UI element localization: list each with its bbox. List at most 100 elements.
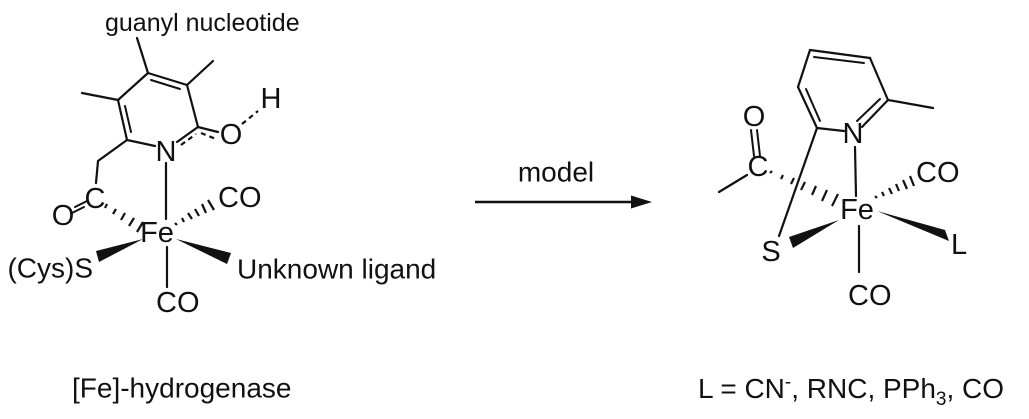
hash-mark (780, 174, 784, 180)
hash-mark (881, 191, 885, 197)
c2-s-bond (777, 126, 819, 238)
right-structure: O C N Fe S CO L CO L = CN-, RNC, PPh3, C… (698, 48, 1004, 410)
guanyl-nucleotide-label: guanyl nucleotide (105, 9, 300, 37)
co-lower-label: CO (848, 280, 892, 312)
bond (146, 71, 189, 87)
double-bond-inner (856, 98, 881, 122)
methyl-bond (185, 59, 215, 87)
double-bond-inner (124, 105, 132, 133)
hash-mark (800, 181, 806, 191)
pyridinol-ring (116, 71, 217, 148)
ligand-legend: L = CN-, RNC, PPh3, CO (698, 372, 1004, 410)
hash-mark (790, 177, 795, 185)
hash-mark (120, 212, 126, 221)
c-o-double-bond (74, 200, 88, 208)
hash-mark (810, 185, 818, 196)
wedge-fe-unknown (176, 239, 231, 264)
double-bond-inner (150, 79, 181, 90)
bond (868, 56, 890, 102)
legend-superscript-minus: - (785, 372, 791, 393)
acyl-o-label: O (743, 101, 766, 133)
double-bond-inner (813, 56, 865, 64)
bond (815, 126, 846, 133)
pyridine-ring (796, 48, 890, 133)
partial-double-bond (180, 133, 197, 146)
acetyl-group (717, 129, 761, 194)
hash-mark (194, 208, 200, 217)
bond (808, 48, 872, 60)
arrow-head-icon (631, 195, 652, 209)
hash-mark (769, 170, 773, 174)
legend-part1: L = CN (698, 373, 785, 404)
bond (175, 125, 200, 144)
bond (185, 83, 200, 129)
hashed-wedge-c-fe (104, 203, 144, 233)
hash-mark (874, 195, 878, 199)
co-lower-label: CO (156, 287, 200, 319)
c-o-double-bond (71, 206, 85, 214)
annotation-pointer-bond (135, 36, 150, 75)
acyl-c-label: C (748, 151, 769, 183)
model-label: model (518, 157, 594, 188)
methyl-bond (886, 98, 935, 110)
legend-part2: , RNC, PPh (791, 373, 936, 404)
methyl-bond (717, 173, 749, 194)
hashed-wedge-fe-co (874, 175, 916, 199)
hash-mark (207, 199, 215, 211)
unknown-ligand-label: Unknown ligand (237, 254, 436, 285)
hash-mark (112, 208, 117, 215)
fe-label: Fe (140, 217, 174, 249)
partial-double-bond (200, 131, 217, 141)
hash-mark (181, 217, 185, 223)
co-right-label: CO (916, 157, 960, 189)
wedge-fe-l (877, 211, 949, 241)
co-upper-label: CO (218, 182, 262, 214)
model-arrow: model (475, 157, 652, 209)
c-o-double-bond (756, 129, 761, 157)
hash-mark (908, 175, 916, 187)
acyl-group (71, 200, 88, 214)
hash-mark (104, 203, 108, 209)
hash-mark (894, 183, 901, 192)
o-h-dashed-bond (241, 110, 259, 125)
ring-n-label: N (156, 136, 177, 168)
hydroxyl-o-label: O (220, 119, 243, 151)
c-o-bond (196, 125, 220, 134)
hash-mark (136, 221, 144, 233)
wedge-fe-s (96, 239, 143, 262)
hash-mark (901, 179, 909, 190)
hydroxyl-h-label: H (261, 83, 282, 115)
bond (116, 71, 150, 102)
hash-mark (200, 203, 208, 214)
thiolate-s-label: S (761, 236, 780, 268)
bond (125, 138, 157, 148)
acyl-o-label: O (52, 200, 75, 232)
hash-mark (128, 217, 135, 227)
c-o-double-bond (750, 129, 755, 157)
double-bond-inner (805, 88, 821, 122)
acyl-c-label: C (85, 183, 106, 215)
hash-mark (187, 212, 193, 220)
ring-n-label: N (843, 118, 864, 150)
hash-mark (831, 193, 839, 207)
bond (116, 98, 129, 142)
fe-label: Fe (840, 194, 874, 226)
wedge-fe-s (789, 220, 839, 248)
hash-mark (820, 189, 829, 202)
legend-subscript-three: 3 (936, 389, 947, 410)
methylene-bond (94, 138, 129, 185)
bond (796, 48, 812, 89)
legend-part3: , CO (947, 373, 1005, 404)
left-structure: guanyl nucleotide O C N O H Fe CO (Cys)S… (7, 9, 436, 404)
bond (860, 98, 890, 129)
l-ligand-label: L (951, 229, 967, 261)
cys-s-label: (Cys)S (7, 253, 93, 284)
hashed-wedge-fe-co (174, 199, 215, 226)
fe-hydrogenase-caption: [Fe]-hydrogenase (72, 373, 291, 404)
methyl-bond (80, 91, 120, 102)
bond (796, 85, 819, 130)
hash-mark (888, 187, 893, 195)
n-fe-bond (853, 145, 858, 198)
